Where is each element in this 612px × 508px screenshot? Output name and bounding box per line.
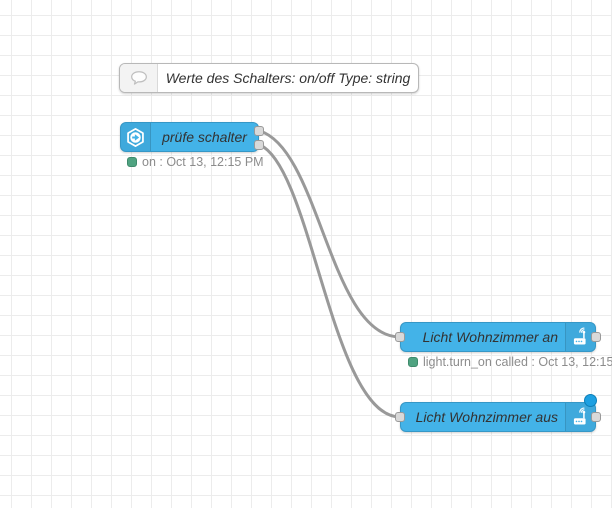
wire-switch-to-light-off[interactable] (258, 143, 402, 419)
switch-node-output-port-2[interactable] (254, 140, 264, 150)
switch-node-status: on : Oct 13, 12:15 PM (127, 155, 264, 169)
switch-node-status-text: on : Oct 13, 12:15 PM (142, 155, 264, 169)
switch-node-label: prüfe schalter (162, 129, 247, 145)
light-off-node-label: Licht Wohnzimmer aus (415, 409, 558, 425)
light-on-node-status-text: light.turn_on called : Oct 13, 12:15 PM (423, 355, 612, 369)
switch-node-output-port-1[interactable] (254, 126, 264, 136)
light-off-node[interactable]: Licht Wohnzimmer aus (400, 402, 596, 432)
light-on-node-status: light.turn_on called : Oct 13, 12:15 PM (408, 355, 612, 369)
comment-node[interactable]: Werte des Schalters: on/off Type: string (119, 63, 419, 93)
router-antenna-icon (565, 403, 595, 431)
light-off-node-input-port[interactable] (395, 412, 405, 422)
light-off-node-output-port[interactable] (591, 412, 601, 422)
status-green-dot (408, 357, 418, 367)
switch-node[interactable]: prüfe schalter (120, 122, 259, 152)
light-on-node-output-port[interactable] (591, 332, 601, 342)
hexagon-arrow-icon (121, 123, 151, 151)
speech-bubble-icon (120, 64, 158, 92)
wire-switch-to-light-on[interactable] (258, 129, 402, 339)
light-on-node-label: Licht Wohnzimmer an (422, 329, 558, 345)
light-on-node-input-port[interactable] (395, 332, 405, 342)
status-green-dot (127, 157, 137, 167)
node-changed-badge (584, 394, 597, 407)
light-on-node[interactable]: Licht Wohnzimmer an (400, 322, 596, 352)
router-antenna-icon (565, 323, 595, 351)
comment-node-label: Werte des Schalters: on/off Type: string (165, 70, 411, 86)
